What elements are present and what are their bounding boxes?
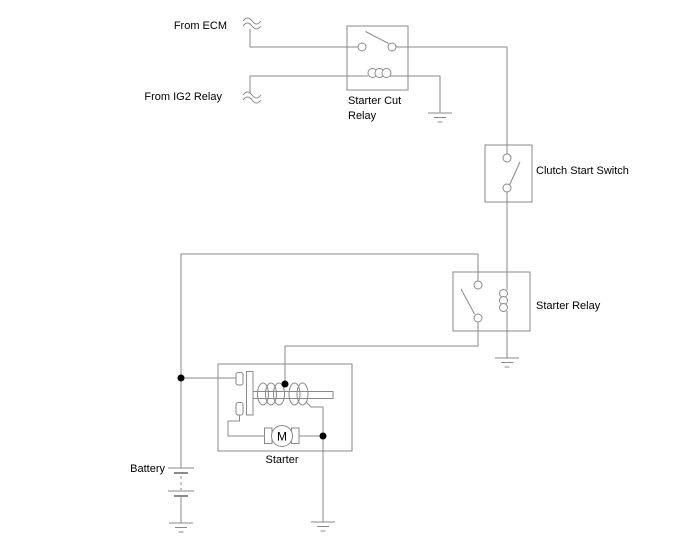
motor-icon	[271, 425, 293, 447]
switch-blade	[508, 161, 521, 187]
clutch-start-switch: Clutch Start Switch	[484, 144, 629, 203]
from-ig2-label: From IG2 Relay	[144, 91, 222, 103]
ground-icon	[169, 522, 193, 533]
solenoid-plunger	[246, 371, 254, 416]
starter-cut-relay-label-line1: Starter Cut	[348, 95, 401, 107]
wire	[305, 401, 324, 436]
motor-brush	[264, 427, 273, 444]
ground-icon	[311, 521, 335, 532]
starter-relay: Starter Relay	[452, 271, 601, 358]
ground-icon	[428, 112, 452, 123]
from-ecm-label: From ECM	[174, 20, 227, 32]
starter-cut-relay-box	[346, 25, 409, 91]
wire	[390, 75, 441, 113]
clutch-start-switch-box	[484, 144, 533, 203]
starter-relay-label: Starter Relay	[536, 300, 601, 312]
starter-cut-relay: Starter Cut Relay	[346, 25, 409, 122]
junction-dot	[319, 432, 327, 440]
wire-break-icon	[242, 17, 262, 30]
switch-contact	[502, 153, 512, 163]
starter-label: Starter	[265, 454, 298, 466]
from-ig2-source: From IG2 Relay	[144, 75, 368, 104]
solenoid-lower-contact	[235, 402, 244, 416]
wire	[249, 75, 368, 93]
relay-contact	[473, 313, 483, 323]
relay-contact	[473, 280, 483, 290]
battery: Battery	[130, 463, 194, 523]
switch-contact	[502, 183, 512, 193]
starter-cut-relay-label-line2: Relay	[348, 110, 377, 122]
starter-box	[217, 363, 353, 452]
motor-letter: M	[277, 430, 287, 444]
relay-coil	[367, 68, 392, 78]
solenoid-coil	[257, 382, 309, 406]
wire	[227, 414, 265, 437]
wire	[180, 253, 478, 468]
solenoid-shaft	[252, 391, 334, 399]
switch-blade	[365, 31, 389, 44]
starter-assembly: M Starter	[181, 363, 353, 466]
relay-coil	[499, 289, 508, 312]
switch-blade	[460, 288, 475, 315]
relay-contact	[387, 42, 397, 52]
junction-dot	[281, 380, 289, 388]
battery-label: Battery	[130, 463, 165, 475]
wire	[284, 322, 479, 384]
ground-icon	[495, 357, 519, 368]
junction-dot	[177, 374, 185, 382]
clutch-start-switch-label: Clutch Start Switch	[536, 165, 629, 177]
solenoid-upper-contact	[235, 372, 244, 386]
relay-contact	[357, 42, 367, 52]
starter-relay-box	[452, 271, 531, 332]
wire-break-icon	[242, 91, 262, 104]
wire	[396, 46, 508, 145]
from-ecm-source: From ECM	[174, 17, 358, 48]
wire	[249, 29, 358, 48]
starter-motor: M	[264, 425, 300, 447]
